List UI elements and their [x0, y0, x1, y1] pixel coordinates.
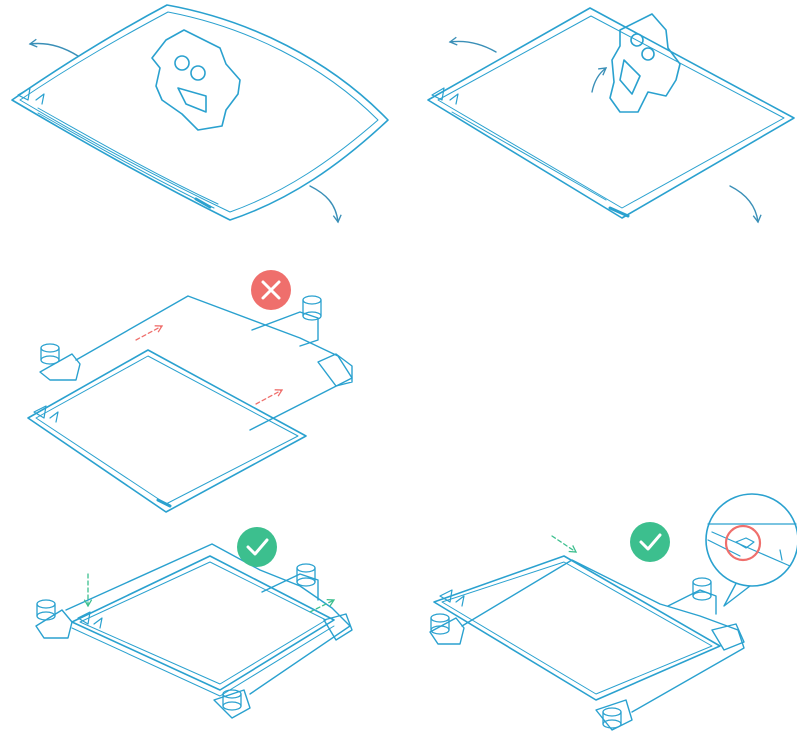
panel-aligned-placement: [36, 527, 352, 718]
panel-misaligned-placement: [28, 270, 352, 512]
curved-arrow-down: [730, 186, 758, 222]
panel-flex-plate: [12, 5, 388, 222]
tilted-build-plate: [434, 556, 720, 700]
heatbed-frame: [40, 296, 352, 430]
panel-aligned-detail-pin: [430, 494, 797, 730]
printed-model-icon: [152, 30, 240, 130]
heatbed-frame: [36, 544, 352, 718]
curved-arrow-left: [450, 41, 496, 52]
good-slide-arrow: [552, 536, 576, 552]
wrong-slide-arrow-1: [136, 326, 162, 340]
flat-build-plate: [428, 8, 794, 218]
misaligned-build-plate: [28, 350, 306, 512]
magnified-pin-callout: [706, 494, 797, 606]
lift-arrow: [592, 68, 606, 92]
cross-icon: [251, 270, 291, 310]
leveling-knob-back: [297, 564, 315, 586]
panel-peel-model: [428, 8, 794, 222]
wrong-slide-arrow-2: [256, 390, 282, 404]
leveling-knob-left: [41, 344, 59, 364]
curved-arrow-down: [310, 186, 338, 222]
leveling-knob-left: [37, 600, 55, 620]
check-icon: [630, 522, 670, 562]
curved-arrow-left: [30, 44, 78, 57]
leveling-knob-back: [693, 578, 711, 600]
leveling-knob-front: [603, 708, 621, 728]
peeled-model-icon: [610, 14, 680, 112]
check-icon: [237, 527, 277, 567]
